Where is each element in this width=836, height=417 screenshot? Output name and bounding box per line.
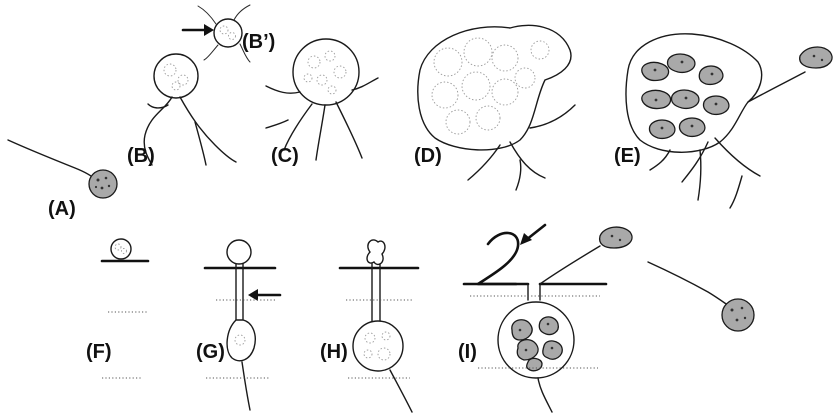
panel-h-endobiotic-thallus: (H) — [320, 240, 418, 412]
arrow-head-icon — [248, 289, 258, 301]
panel-i-endobiotic-discharge: (I) — [458, 225, 632, 412]
panel-label-i: (I) — [458, 341, 477, 363]
panel-a-zoospore: (A) — [8, 140, 117, 220]
panel-b-prime-encysted: (B’) — [183, 5, 275, 62]
arrow-head-icon — [204, 24, 214, 36]
free-zoospore — [648, 262, 754, 331]
panel-label-b: (B) — [127, 145, 155, 167]
panel-d-mature-sporangium: (D) — [414, 25, 575, 190]
panel-f-encystment: (F) — [86, 239, 148, 378]
panel-label-h: (H) — [320, 341, 348, 363]
panel-e-zoospore-release: (E) — [614, 34, 832, 208]
panel-label-c: (C) — [271, 145, 299, 167]
panel-g-penetration: (G) — [196, 240, 280, 410]
panel-label-a: (A) — [48, 198, 76, 220]
panel-label-d: (D) — [414, 145, 442, 167]
panel-label-g: (G) — [196, 341, 225, 363]
arrow-head-icon — [520, 233, 532, 245]
panel-b-young-thallus: (B) — [127, 54, 236, 167]
panel-label-e: (E) — [614, 145, 641, 167]
panel-label-b-prime: (B’) — [242, 31, 275, 53]
panel-c-developing-sporangium: (C) — [266, 39, 378, 167]
panel-label-f: (F) — [86, 341, 112, 363]
